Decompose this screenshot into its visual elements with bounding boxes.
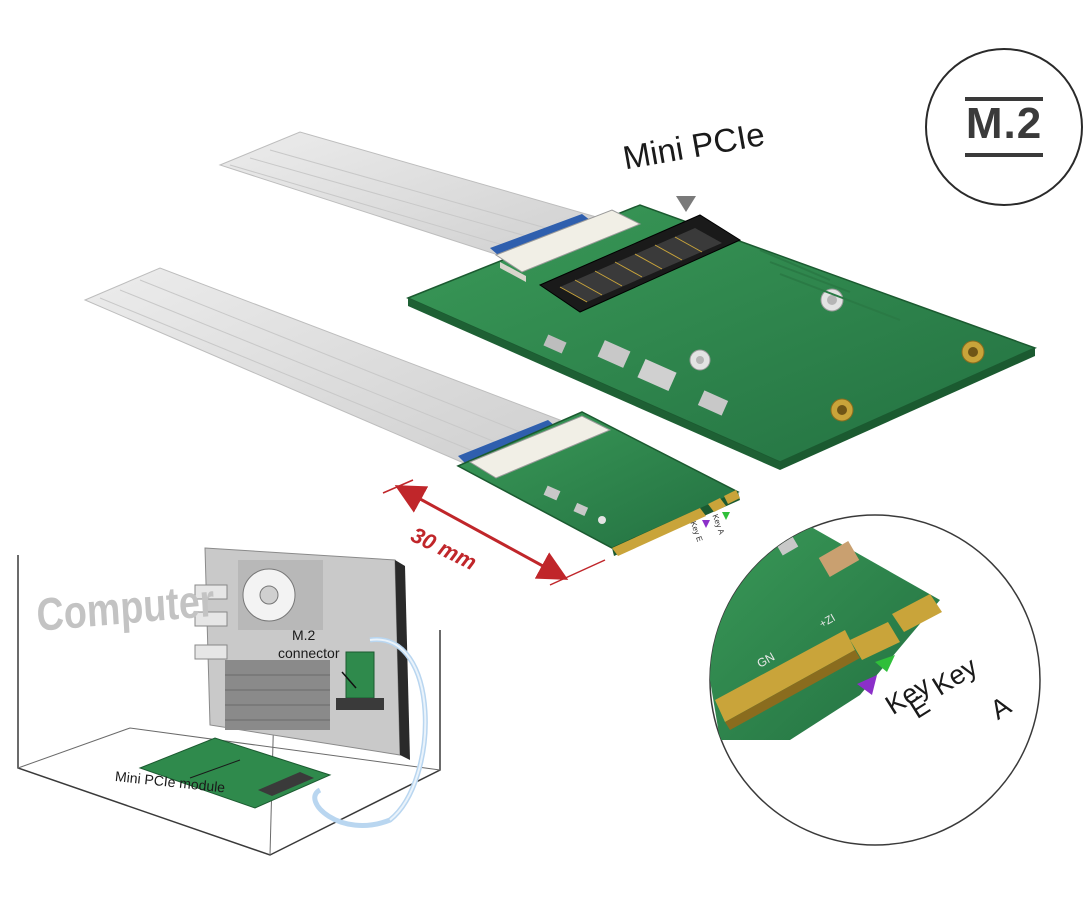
badge-text: M.2 bbox=[965, 99, 1043, 148]
badge-underline bbox=[965, 153, 1043, 157]
key-a-marker-small-icon bbox=[722, 512, 730, 520]
m2-connector-label-line2: connector bbox=[278, 645, 340, 661]
key-e-marker-small-icon bbox=[702, 520, 710, 528]
computer-case-illustration bbox=[17, 547, 441, 856]
zoom-detail-circle: GN +ZI bbox=[709, 514, 1041, 846]
key-e-marker-icon bbox=[857, 675, 877, 695]
m2-adapter-board bbox=[456, 411, 740, 556]
mini-pcie-pointer-icon bbox=[676, 196, 696, 212]
badge-overline bbox=[965, 97, 1043, 101]
m2-badge: M.2 bbox=[925, 48, 1083, 206]
key-a-marker-icon bbox=[875, 655, 895, 672]
length-dimension-arrow bbox=[382, 479, 606, 586]
mini-pcie-adapter-board bbox=[406, 204, 1038, 470]
m2-connector-label-line1: M.2 bbox=[292, 627, 316, 643]
